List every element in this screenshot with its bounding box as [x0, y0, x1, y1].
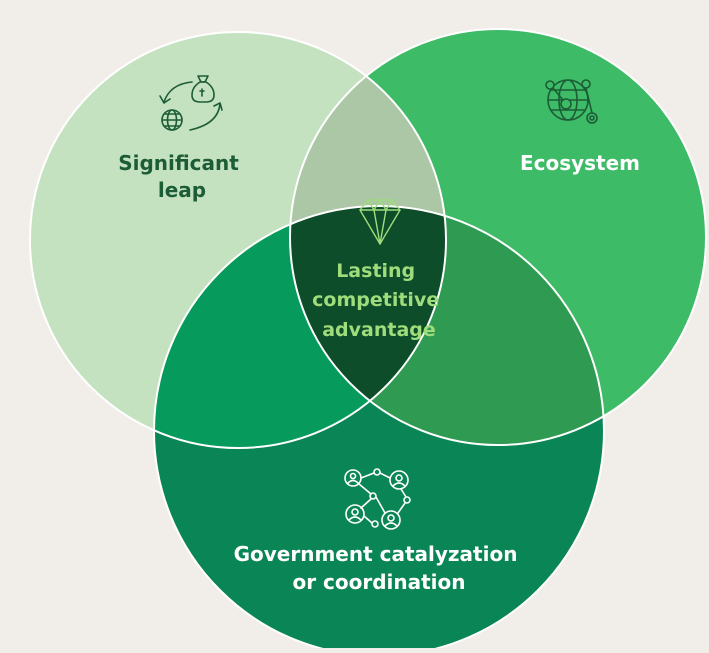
globe-money-cycle-icon	[159, 75, 223, 131]
label-ecosystem: Ecosystem	[520, 151, 640, 175]
outline-government	[153, 205, 605, 653]
people-network-icon	[344, 468, 411, 530]
outline-ecosystem	[289, 28, 707, 446]
network-globe-icon	[545, 79, 598, 124]
label-significant-leap: Significant leap	[118, 151, 246, 202]
label-government: Government catalyzation or coordination	[234, 542, 525, 594]
label-center: Lasting competitive advantage	[312, 260, 446, 341]
diamond-icon	[359, 199, 401, 245]
outline-significant-leap	[29, 31, 447, 449]
